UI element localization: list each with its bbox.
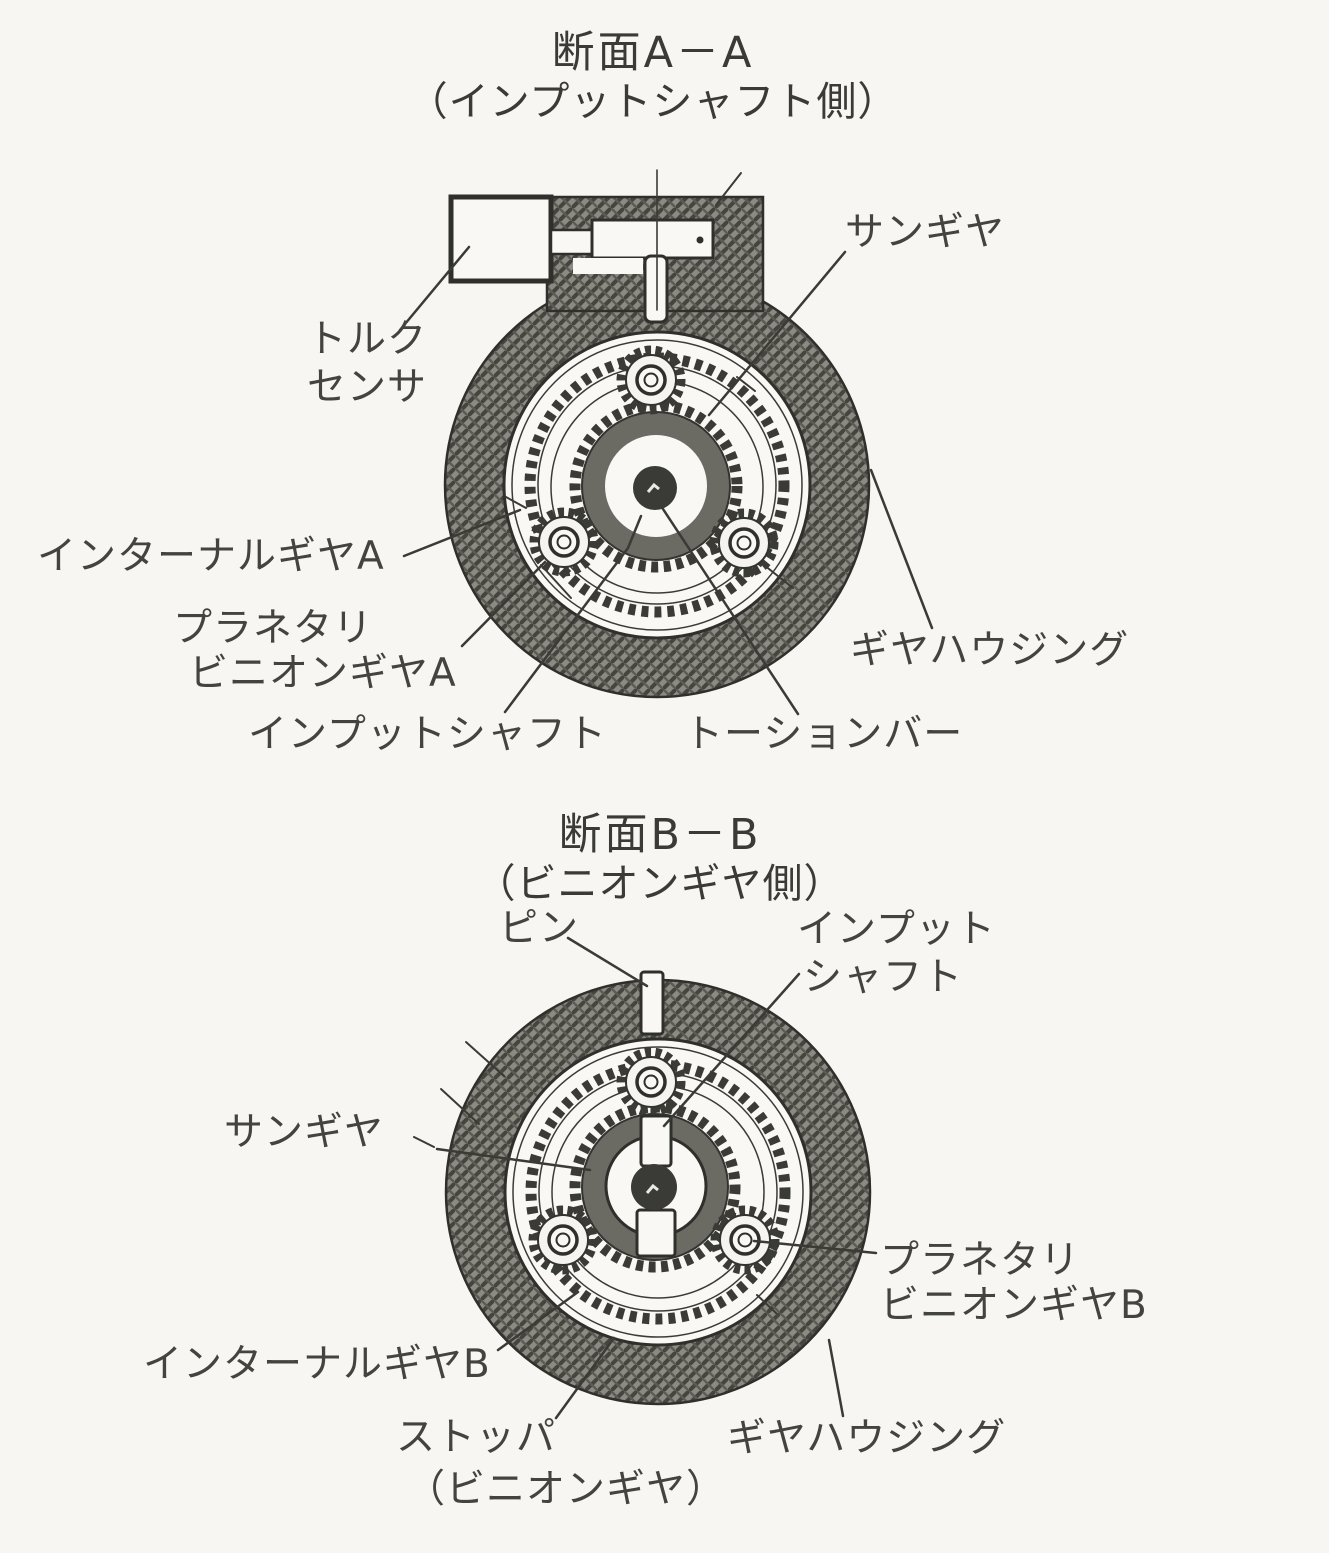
leader-pin	[566, 936, 649, 988]
label-sun-gear-a: サンギヤ	[845, 210, 1006, 255]
leader-internal-a	[402, 508, 522, 558]
leader-torque-sensor	[398, 245, 471, 332]
top-slant-line	[715, 172, 742, 206]
input-shaft-stem	[643, 254, 669, 324]
label-torque-sensor: トルク センサ	[307, 317, 428, 410]
label-planetary-pinion-a: プラネタリ ビニオンギヤA	[173, 606, 457, 696]
leader-planetary-b	[752, 1239, 878, 1255]
planet-gear-a-top	[616, 345, 686, 415]
section-a-title-block: 断面A－A （インプットシャフト側）	[303, 28, 1003, 126]
leader-torsion-bar	[659, 504, 800, 716]
sensor-cavity	[573, 258, 643, 274]
leader-housing-a	[869, 468, 934, 630]
label-stopper: ストッパ （ビニオンギヤ）	[396, 1415, 727, 1512]
leader-input-shaft-b	[662, 972, 801, 1128]
label-input-shaft-b: インプット シャフト	[797, 907, 996, 1000]
leader-sun-b	[435, 1147, 592, 1172]
section-b-title: 断面B－B	[558, 810, 762, 860]
pin-shape	[639, 970, 665, 1036]
diagram-b	[413, 936, 878, 1420]
leader-lines-b	[413, 936, 878, 1420]
label-planetary-pinion-b: プラネタリ ビニオンギヤB	[880, 1238, 1148, 1328]
planet-gear-b-top	[616, 1047, 686, 1117]
torsion-bar-end	[633, 466, 677, 510]
leader-lines-a	[398, 169, 934, 716]
diagram-a	[398, 169, 934, 716]
leader-internal-b	[496, 1290, 580, 1352]
ring-split-a3	[540, 564, 572, 599]
torque-sensor-box	[448, 194, 554, 284]
label-pin: ピン	[499, 906, 580, 951]
leader-sun-b-tick	[413, 1136, 435, 1148]
planet-gear-a-left	[529, 507, 599, 577]
ring-split-a1	[505, 496, 527, 509]
planet-gear-b-right	[710, 1205, 780, 1275]
ring-split-b3	[756, 1294, 777, 1314]
label-sun-gear-b: サンギヤ	[224, 1110, 385, 1155]
ring-split-a4	[763, 564, 794, 589]
sensor-body	[590, 218, 715, 260]
label-gear-housing-a: ギヤハウジング	[850, 628, 1130, 673]
sensor-housing-block	[448, 194, 765, 324]
stopper-shape	[604, 1114, 708, 1258]
leader-sun-a	[707, 250, 847, 417]
label-internal-gear-a: インターナルギヤA	[37, 534, 385, 579]
label-gear-housing-b: ギヤハウジング	[727, 1416, 1007, 1461]
planet-gear-b-left	[528, 1205, 598, 1275]
ring-split-b1	[465, 1041, 505, 1077]
planet-gear-a-right	[709, 508, 779, 578]
label-internal-gear-b: インターナルギヤB	[143, 1342, 491, 1387]
section-a-title: 断面A－A	[551, 28, 755, 78]
ring-split-b2	[440, 1088, 480, 1125]
ring-split-a2	[736, 376, 756, 392]
label-input-shaft-a: インプットシャフト	[248, 712, 607, 757]
label-torsion-bar: トーションバー	[684, 712, 964, 757]
leader-input-shaft-a	[503, 514, 643, 714]
leader-planetary-a	[460, 560, 547, 648]
leader-stopper	[554, 1336, 616, 1420]
section-b-title-block: 断面B－B （ビニオンギヤ側）	[300, 810, 1020, 908]
sun-gear-a-shape	[569, 399, 743, 573]
section-b-subtitle: （ビニオンギヤ側）	[475, 861, 845, 907]
sensor-connector	[549, 228, 596, 256]
leader-housing-b	[827, 1338, 845, 1418]
section-a-subtitle: （インプットシャフト側）	[407, 79, 899, 125]
sensor-dot	[696, 236, 704, 244]
